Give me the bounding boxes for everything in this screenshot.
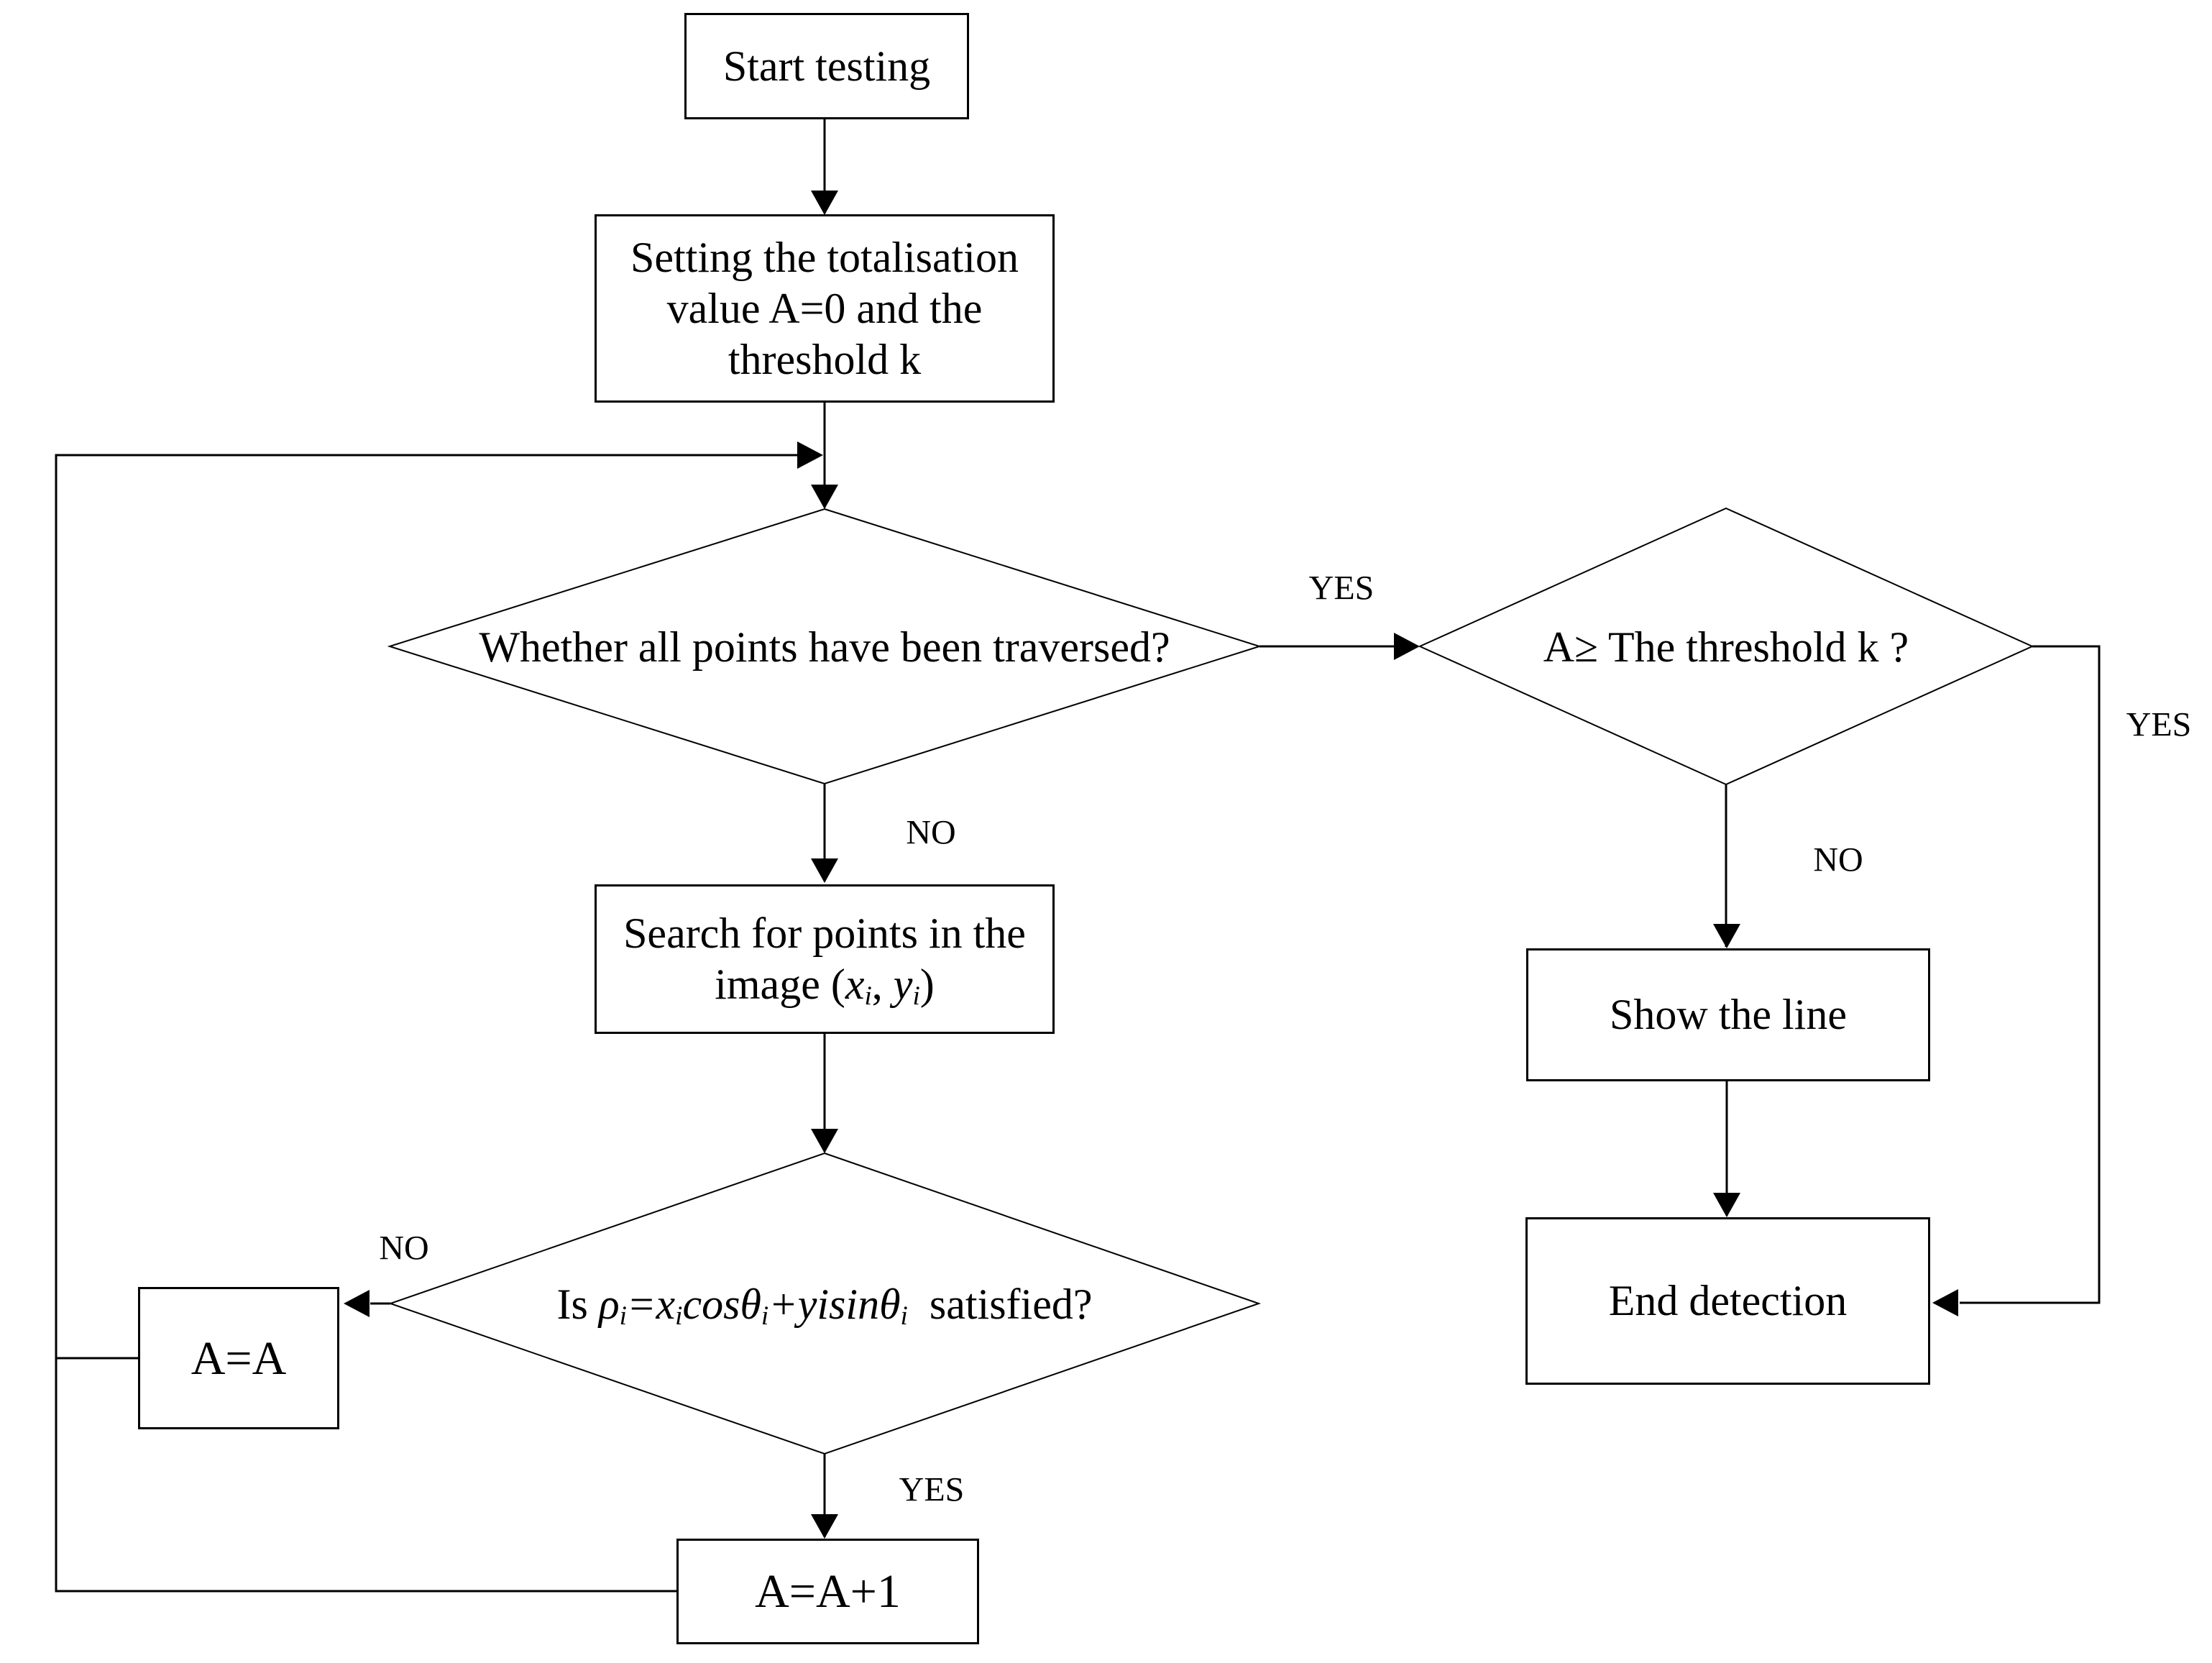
show-line-node: Show the line <box>1526 948 1930 1081</box>
arrowhead-into-aplus <box>811 1514 838 1539</box>
search-node: Search for points in the image (xi, yi) <box>595 884 1055 1034</box>
label-formula-yes: YES <box>899 1470 965 1509</box>
label-threshold-no: NO <box>1813 840 1863 879</box>
setting-node: Setting the totalisation value A=0 and t… <box>595 214 1055 403</box>
a-plus-one-node: A=A+1 <box>676 1539 979 1644</box>
label-traverse-yes: YES <box>1308 569 1375 608</box>
arrowhead-into-formula <box>811 1129 838 1153</box>
arrowhead-into-threshold <box>1394 633 1420 660</box>
traverse-decision-label: Whether all points have been traversed? <box>479 623 1170 671</box>
a-equals-a-node: A=A <box>138 1287 339 1429</box>
label-formula-no: NO <box>379 1229 429 1268</box>
arrowhead-loop-into-traverse <box>797 441 823 469</box>
label-traverse-no: NO <box>906 813 956 852</box>
arrowhead-into-traverse <box>811 485 838 509</box>
arrowhead-into-show <box>1713 924 1740 948</box>
start-node: Start testing <box>684 13 969 119</box>
formula-decision-label: Is ρi=xicosθi+yisinθi satisfied? <box>556 1281 1093 1332</box>
edge-loop-rail <box>55 454 798 1593</box>
a-plus-one-label: A=A+1 <box>755 1565 901 1618</box>
end-detection-node: End detection <box>1525 1217 1930 1385</box>
show-line-label: Show the line <box>1610 991 1847 1038</box>
setting-label: Setting the totalisation value A=0 and t… <box>630 233 1019 383</box>
edge-threshold-yes-to-end <box>1960 645 2101 1304</box>
a-equals-a-label: A=A <box>191 1332 287 1385</box>
arrowhead-into-end-top <box>1713 1193 1740 1217</box>
label-threshold-yes: YES <box>2126 705 2192 744</box>
arrowhead-into-end-right <box>1932 1289 1958 1316</box>
arrowhead-into-search <box>811 858 838 883</box>
start-label: Start testing <box>722 42 931 90</box>
search-label-line2: image (xi, yi) <box>715 961 935 1012</box>
threshold-decision-label: A≥ The threshold k ? <box>1543 623 1909 671</box>
end-detection-label: End detection <box>1608 1277 1848 1324</box>
search-label-line1: Search for points in the <box>623 910 1026 957</box>
arrowhead-into-setting <box>811 191 838 215</box>
arrowhead-into-aeqa <box>344 1290 370 1317</box>
